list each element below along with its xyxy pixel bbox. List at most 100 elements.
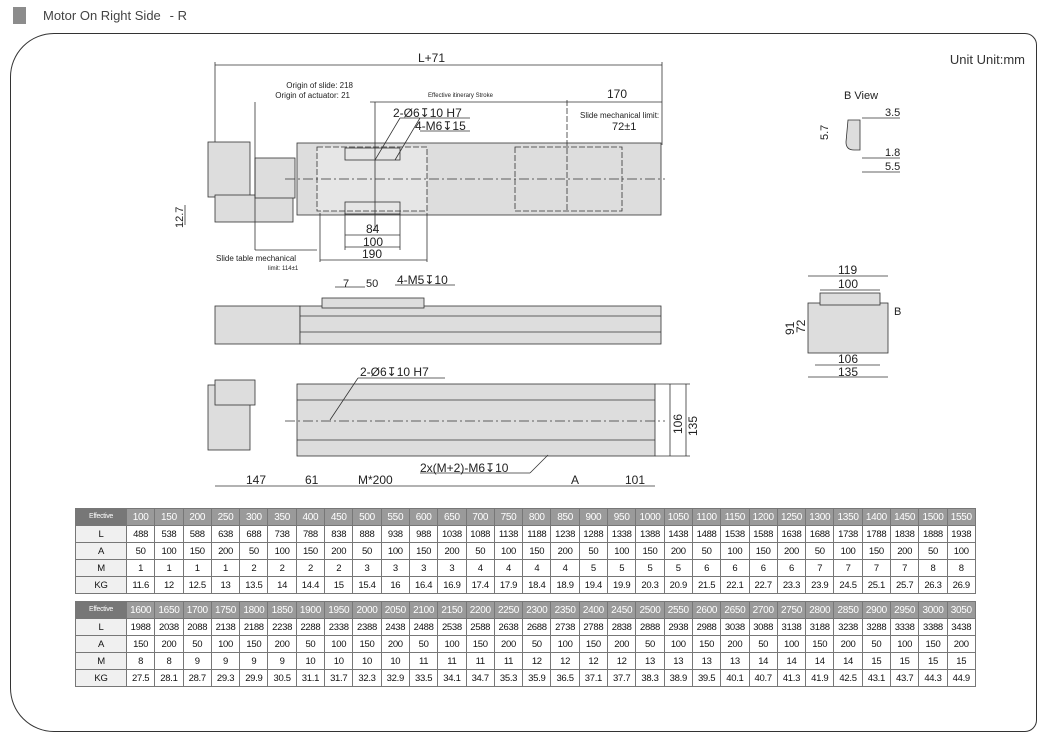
value-cell: 2288 [295, 618, 326, 636]
value-cell: 1988 [125, 618, 156, 636]
row-label: KG [75, 669, 127, 687]
value-cell: 200 [324, 542, 354, 560]
stroke-cell: 950 [607, 508, 637, 526]
value-cell: 19.9 [607, 576, 637, 594]
value-cell: 4 [493, 559, 524, 577]
stroke-cell: 1900 [295, 601, 326, 619]
value-cell: 16 [380, 576, 410, 594]
value-cell: 3438 [946, 618, 976, 636]
value-cell: 6 [720, 559, 750, 577]
value-cell: 50 [125, 542, 156, 560]
stroke-cell: 1350 [833, 508, 863, 526]
b-view: B View 3.5 5.7 1.8 5.5 [819, 90, 900, 173]
section-suffix: - R [169, 7, 188, 23]
row-label: A [75, 542, 127, 560]
value-cell: 1238 [550, 525, 580, 543]
dim-a: A [571, 473, 579, 487]
stroke-cell: 1600 [125, 601, 156, 619]
stroke-cell: 1950 [324, 601, 354, 619]
dim-100: 100 [363, 235, 383, 249]
value-cell: 50 [408, 635, 439, 653]
top-view: L+71 Origin of slide: 218 Origin of actu… [174, 51, 665, 272]
hole-spec-2: 4-M6↧15 [415, 119, 466, 133]
value-cell: 12 [154, 576, 184, 594]
value-cell: 14 [267, 576, 297, 594]
stroke-cell: 1450 [890, 508, 920, 526]
value-cell: 150 [352, 635, 382, 653]
value-cell: 11 [437, 652, 467, 670]
value-cell: 988 [408, 525, 439, 543]
end-view: 119 100 91 72 106 135 B [783, 263, 901, 379]
end-dim-135: 135 [838, 365, 858, 379]
value-cell: 150 [578, 635, 609, 653]
value-cell: 38.9 [663, 669, 693, 687]
stroke-cell: 1050 [663, 508, 693, 526]
value-cell: 36.5 [550, 669, 580, 687]
value-cell: 2238 [267, 618, 297, 636]
row-label: M [75, 559, 127, 577]
stroke-cell: 200 [182, 508, 212, 526]
value-cell: 9 [267, 652, 297, 670]
value-cell: 14 [748, 652, 778, 670]
value-cell: 8 [154, 652, 184, 670]
value-cell: 2638 [493, 618, 524, 636]
value-cell: 23.9 [805, 576, 835, 594]
dim-12-7: 12.7 [174, 207, 186, 228]
value-cell: 5 [663, 559, 693, 577]
row-label: KG [75, 576, 127, 594]
value-cell: 50 [635, 635, 665, 653]
slide-limit: Slide mechanical limit: [580, 111, 659, 120]
value-cell: 100 [493, 542, 524, 560]
value-cell: 100 [776, 635, 807, 653]
hole-spec-1: 2-Ø6↧10 H7 [393, 106, 462, 120]
stroke-cell: 2850 [833, 601, 863, 619]
value-cell: 1188 [522, 525, 552, 543]
value-cell: 34.7 [465, 669, 495, 687]
stroke-cell: 850 [550, 508, 580, 526]
value-cell: 6 [748, 559, 778, 577]
stroke-label: Effective itinerary Stroke [428, 93, 494, 99]
dim-135: 135 [686, 416, 700, 436]
value-cell: 2938 [663, 618, 693, 636]
value-cell: 20.3 [635, 576, 665, 594]
end-dim-119: 119 [838, 263, 857, 277]
value-cell: 11 [465, 652, 495, 670]
value-cell: 150 [635, 542, 665, 560]
value-cell: 43.7 [890, 669, 920, 687]
value-cell: 50 [522, 635, 552, 653]
value-cell: 14 [776, 652, 807, 670]
value-cell: 15 [918, 652, 948, 670]
value-cell: 7 [833, 559, 863, 577]
value-cell: 30.5 [267, 669, 297, 687]
value-cell: 10 [380, 652, 410, 670]
value-cell: 2188 [239, 618, 269, 636]
value-cell: 9 [182, 652, 212, 670]
value-cell: 100 [154, 542, 184, 560]
value-cell: 100 [663, 635, 693, 653]
stroke-cell: 2650 [720, 601, 750, 619]
stroke-cell: 2800 [805, 601, 835, 619]
value-cell: 29.3 [210, 669, 241, 687]
value-cell: 50 [861, 635, 892, 653]
dim-3-5: 3.5 [885, 107, 900, 119]
value-cell: 3 [437, 559, 467, 577]
dim-m200: M*200 [358, 473, 393, 487]
value-cell: 1 [210, 559, 241, 577]
value-cell: 50 [352, 542, 382, 560]
value-cell: 13.5 [239, 576, 269, 594]
value-cell: 12.5 [182, 576, 212, 594]
value-cell: 50 [239, 542, 269, 560]
value-cell: 25.7 [890, 576, 920, 594]
value-cell: 100 [833, 542, 863, 560]
value-cell: 150 [918, 635, 948, 653]
stroke-cell: 1500 [918, 508, 948, 526]
value-cell: 200 [493, 635, 524, 653]
effective-stroke-label: Effective [75, 601, 127, 619]
value-cell: 11 [408, 652, 439, 670]
value-cell: 15 [324, 576, 354, 594]
stroke-cell: 2750 [776, 601, 807, 619]
dim-84: 84 [366, 222, 380, 236]
value-cell: 15 [861, 652, 892, 670]
